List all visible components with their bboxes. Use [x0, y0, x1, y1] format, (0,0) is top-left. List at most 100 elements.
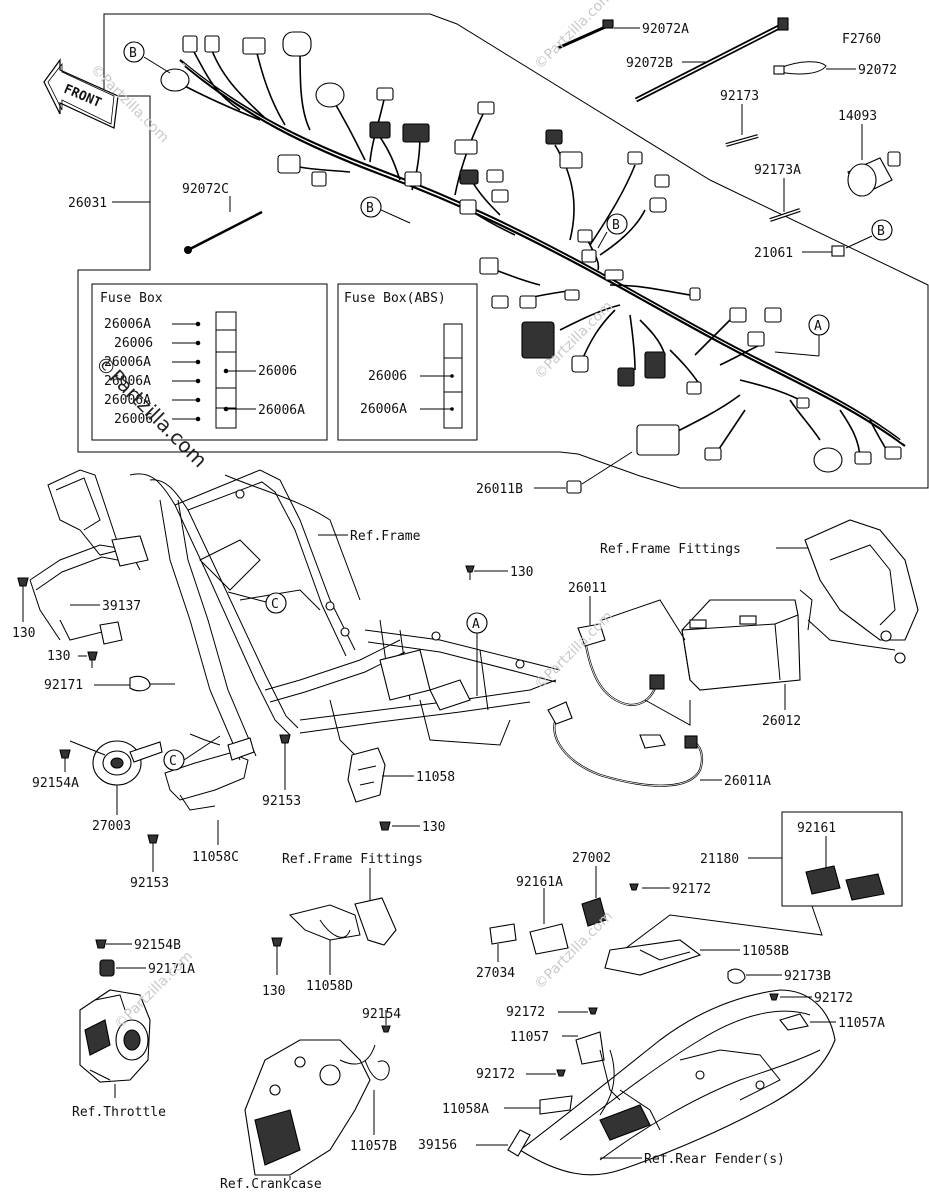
ref-throttle: Ref.Throttle: [72, 1105, 166, 1120]
fuse-box-title: Fuse Box: [100, 291, 163, 306]
label-92173A: 92173A: [754, 163, 801, 178]
fuse-label-1: 26006A: [104, 317, 151, 332]
label-11058A: 11058A: [442, 1102, 489, 1117]
frame-fittings-bracket: Ref.Frame Fittings: [600, 519, 919, 664]
label-39156: 39156: [418, 1138, 457, 1153]
fuse-abs-label-1: 26006: [368, 369, 407, 384]
fuse-right-label-2: 26006A: [258, 403, 305, 418]
label-92161: 92161: [797, 821, 836, 836]
fuse-abs-label-2: 26006A: [360, 402, 407, 417]
fuse-label-4: 26006A: [104, 374, 151, 389]
harness-connectors: [160, 31, 902, 473]
label-130-11058D: 130: [262, 984, 285, 999]
label-27003: 27003: [92, 819, 131, 834]
ref-code: F2760: [842, 32, 881, 47]
label-92072: 92072: [858, 63, 897, 78]
fuse-label-2: 26006: [114, 336, 153, 351]
rear-parts: [489, 897, 809, 1157]
callout-c-1: C: [271, 597, 279, 612]
label-26011: 26011: [568, 581, 607, 596]
frame-ref: [129, 469, 561, 761]
battery-26012: 26012: [681, 599, 801, 729]
ref-rear-fender: Ref.Rear Fender(s): [644, 1152, 785, 1167]
throttle-body: 92154B 92171A Ref.Throttle: [72, 938, 195, 1120]
label-92172-d: 92172: [476, 1067, 515, 1082]
bracket-11058: 11058 130: [347, 747, 455, 835]
main-wiring-harness: [169, 44, 906, 461]
fuse-label-6: 26006: [114, 412, 153, 427]
label-92154B: 92154B: [134, 938, 181, 953]
label-11058D: 11058D: [306, 979, 353, 994]
cable-ties: [184, 17, 827, 254]
fuse-box-abs-title: Fuse Box(ABS): [344, 291, 446, 306]
label-92072B: 92072B: [626, 56, 673, 71]
label-92172-a: 92172: [672, 882, 711, 897]
callout-a-2: A: [472, 617, 480, 632]
label-130-frame: 130: [510, 565, 533, 580]
bracket-39137: [29, 469, 149, 645]
ref-crankcase: Ref.Crankcase: [220, 1177, 322, 1192]
battery-cables: [547, 599, 704, 787]
label-11058B: 11058B: [742, 944, 789, 959]
label-92072C: 92072C: [182, 182, 229, 197]
horn-27003: [92, 740, 163, 786]
label-27002: 27002: [572, 851, 611, 866]
label-92171: 92171: [44, 678, 83, 693]
label-130-left-2: 130: [47, 649, 70, 664]
callout-b-2: B: [366, 201, 374, 216]
rear-labels: 27002 92161A 92172 11058B 27034 92173B 9…: [418, 851, 885, 1167]
label-92154: 92154: [362, 1007, 401, 1022]
label-92161A: 92161A: [516, 875, 563, 890]
callout-b-1: B: [129, 46, 137, 61]
ref-frame-fittings-1: Ref.Frame Fittings: [600, 542, 741, 557]
relay-group-21180: 92161 21180: [609, 811, 903, 961]
frame-labels: Ref.Frame C A 130: [227, 529, 533, 696]
label-92072A: 92072A: [642, 22, 689, 37]
ref-frame: Ref.Frame: [350, 529, 421, 544]
fuse-right-label-1: 26006: [258, 364, 297, 379]
label-92171A: 92171A: [148, 962, 195, 977]
front-arrow-icon: FRONT: [43, 58, 119, 129]
label-11058C: 11058C: [192, 850, 239, 865]
ref-frame-fittings-2: Ref.Frame Fittings: [282, 852, 423, 867]
label-92154A: 92154A: [32, 776, 79, 791]
watermark-5: ©Partzilla.com: [532, 608, 617, 693]
label-92172-b: 92172: [814, 991, 853, 1006]
bracket-11058D: Ref.Frame Fittings 130 11058D: [262, 852, 423, 999]
callout-b-3: B: [612, 218, 620, 233]
callouts-top: B B B B A: [123, 41, 893, 357]
label-11057: 11057: [510, 1030, 549, 1045]
watermark-7: ©Partzilla.com: [112, 948, 197, 1033]
label-21061: 21061: [754, 246, 793, 261]
fuse-label-5: 26006A: [104, 393, 151, 408]
rear-fender: [519, 989, 836, 1176]
part-21061-connector: [831, 245, 845, 257]
watermark-3: ©Partzilla.com: [532, 0, 617, 73]
label-14093: 14093: [838, 109, 877, 124]
bracket-11058C: [164, 733, 255, 811]
fuse-box-panel: Fuse Box 26006A 26006 26006A 26006A 2600…: [91, 283, 328, 441]
label-27034: 27034: [476, 966, 515, 981]
left-labels: 130 39137 130 92171: [12, 577, 175, 693]
fuse-box-abs-panel: Fuse Box(ABS) 26006 26006A: [337, 283, 478, 441]
watermark-main: ©Partzilla.com: [90, 351, 212, 473]
label-26011B: 26011B: [476, 482, 523, 497]
label-26012: 26012: [762, 714, 801, 729]
top-section-labels: F2760 92072A 92072B 92072 92173 14093 92…: [68, 22, 897, 497]
part-14093-cap: [847, 151, 901, 197]
crankcase: 92154 11057B Ref.Crankcase: [220, 1007, 401, 1192]
label-26011A: 26011A: [724, 774, 771, 789]
callout-b-4: B: [877, 224, 885, 239]
horn-labels: 92154A 27003 92153 11058C 92153 C: [32, 734, 301, 891]
fuse-label-3: 26006A: [104, 355, 151, 370]
label-11057B: 11057B: [350, 1139, 397, 1154]
label-92172-c: 92172: [506, 1005, 545, 1020]
label-130-11058: 130: [422, 820, 445, 835]
label-92153-b: 92153: [262, 794, 301, 809]
label-11057A: 11057A: [838, 1016, 885, 1031]
fuse-box-labels: 26006A 26006 26006A 26006A 26006A 26006: [104, 317, 153, 427]
label-39137: 39137: [102, 599, 141, 614]
battery-labels: 26011 26011A: [568, 581, 771, 789]
label-130-left-1: 130: [12, 626, 35, 641]
